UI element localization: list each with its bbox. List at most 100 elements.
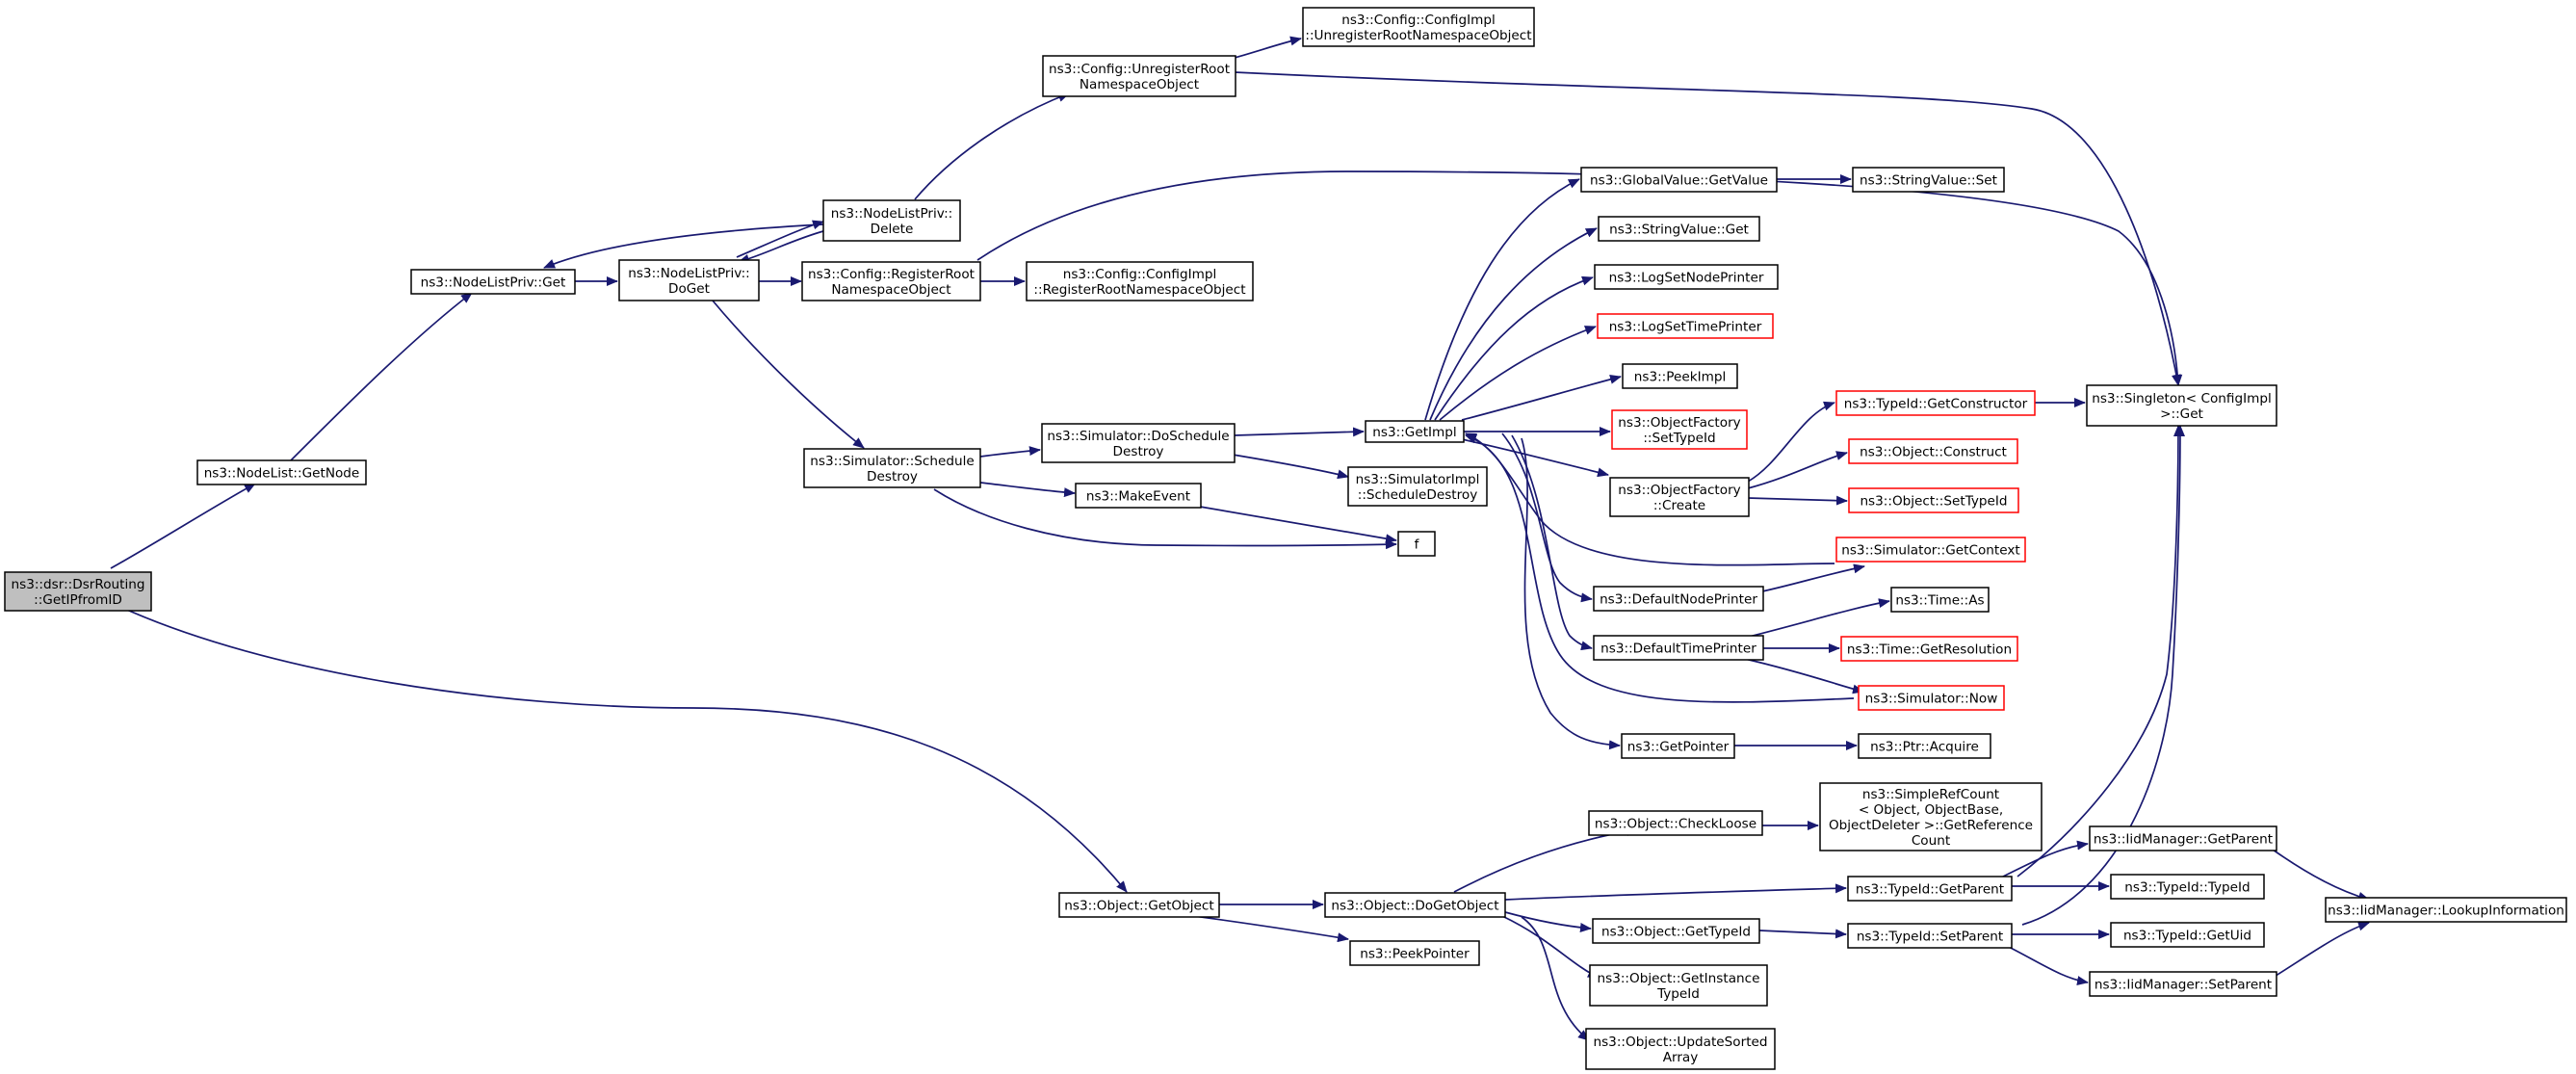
edge-defaulttimeprinter-to-time-as: [1744, 598, 1890, 639]
node-object-settypeid[interactable]: ns3::Object::SetTypeId: [1848, 487, 2019, 513]
nodes: ns3::dsr::DsrRouting::GetIPfromID ns3::No…: [4, 7, 2567, 1070]
node-label-line: ns3::IidManager::LookupInformation: [2328, 904, 2564, 919]
edge-dogetobject-to-typeid-getparent: [1504, 883, 1847, 901]
node-nodelistpriv-doget[interactable]: ns3::NodeListPriv::DoGet: [618, 259, 760, 301]
node-nodelistpriv-delete[interactable]: ns3::NodeListPriv::Delete: [822, 199, 961, 242]
node-label-line: Array: [1663, 1050, 1699, 1065]
node-configimpl-register[interactable]: ns3::Config::ConfigImpl::RegisterRootNam…: [1026, 261, 1254, 301]
node-box: [1042, 55, 1236, 97]
node-label-line: NamespaceObject: [1080, 77, 1199, 92]
node-object-getobject[interactable]: ns3::Object::GetObject: [1058, 892, 1220, 918]
node-logsetnodeprinter[interactable]: ns3::LogSetNodePrinter: [1594, 264, 1779, 290]
node-simulator-now[interactable]: ns3::Simulator::Now: [1858, 685, 2005, 711]
node-iidmanager-setparent[interactable]: ns3::IidManager::SetParent: [2089, 971, 2277, 997]
node-objectfactory-settypeid[interactable]: ns3::ObjectFactory::SetTypeId: [1611, 409, 1748, 450]
node-typeid-setparent[interactable]: ns3::TypeId::SetParent: [1847, 923, 2013, 949]
node-ptr-acquire[interactable]: ns3::Ptr::Acquire: [1858, 733, 1991, 759]
node-config-register[interactable]: ns3::Config::RegisterRootNamespaceObject: [801, 261, 981, 301]
node-simulator-getcontext[interactable]: ns3::Simulator::GetContext: [1835, 537, 2026, 563]
node-label-line: ns3::SimulatorImpl: [1356, 472, 1480, 487]
node-globalvalue-getvalue[interactable]: ns3::GlobalValue::GetValue: [1580, 167, 1778, 193]
node-stringvalue-set[interactable]: ns3::StringValue::Set: [1852, 167, 2005, 193]
node-label-line: ns3::Config::ConfigImpl: [1341, 13, 1496, 28]
node-root[interactable]: ns3::dsr::DsrRouting::GetIPfromID: [4, 571, 152, 612]
edge-doschedule-to-getimpl: [1234, 427, 1365, 437]
node-box: [1852, 167, 2005, 193]
node-object-checkloose[interactable]: ns3::Object::CheckLoose: [1588, 810, 1763, 836]
node-label-line: ns3::Config::RegisterRoot: [808, 267, 975, 282]
edge-dogetobject-to-checkloose: [1453, 825, 1638, 893]
node-defaultnodeprinter[interactable]: ns3::DefaultNodePrinter: [1593, 586, 1764, 612]
node-peekimpl[interactable]: ns3::PeekImpl: [1622, 363, 1738, 389]
node-box: [803, 448, 981, 488]
node-typeid-getuid[interactable]: ns3::TypeId::GetUid: [2110, 922, 2265, 948]
node-object-gettypeid[interactable]: ns3::Object::GetTypeId: [1592, 918, 1760, 944]
node-box: [1609, 477, 1750, 517]
node-box: [1397, 531, 1436, 557]
node-label-line: ::SetTypeId: [1643, 431, 1715, 446]
node-label-line: ns3::NodeList::GetNode: [204, 466, 360, 482]
node-nodelist-getnode[interactable]: ns3::NodeList::GetNode: [196, 459, 367, 485]
node-singleton-get[interactable]: ns3::Singleton< ConfigImpl >::Get: [2086, 384, 2277, 427]
node-configimpl-unregister[interactable]: ns3::Config::ConfigImpl::UnregisterRootN…: [1302, 7, 1535, 47]
node-iidmanager-lookupinformation[interactable]: ns3::IidManager::LookupInformation: [2325, 897, 2567, 923]
edge-objectfactory-create-to-typeid-getconstructor: [1747, 401, 1835, 483]
node-typeid-getparent[interactable]: ns3::TypeId::GetParent: [1847, 876, 2013, 902]
edge-scheduledestroy-to-f: [933, 488, 1397, 550]
node-box: [1593, 586, 1764, 612]
node-label-line: ns3::GetImpl: [1372, 425, 1456, 440]
node-box: [1589, 964, 1768, 1007]
node-simulatorimpl-scheduledestroy[interactable]: ns3::SimulatorImpl::ScheduleDestroy: [1347, 466, 1488, 507]
edge-root-to-nodelist-getnode: [110, 483, 256, 569]
edge-dogetobject-to-object-gettypeid: [1504, 911, 1592, 932]
edge-getimpl-to-globalvalue: [1424, 178, 1580, 421]
edge-doget-to-simulator-scheduledestroy: [712, 300, 865, 449]
node-box: [1890, 587, 1990, 613]
edge-scheduledestroy-to-makeevent: [979, 482, 1076, 498]
node-time-getresolution[interactable]: ns3::Time::GetResolution: [1840, 636, 2018, 662]
node-defaulttimeprinter[interactable]: ns3::DefaultTimePrinter: [1593, 635, 1764, 661]
node-label-line: ns3::Time::GetResolution: [1847, 642, 2012, 658]
node-objectfactory-create[interactable]: ns3::ObjectFactory::Create: [1609, 477, 1750, 517]
node-box: [2086, 384, 2277, 427]
node-label-line: ::RegisterRootNamespaceObject: [1033, 282, 1245, 298]
node-typeid-getconstructor[interactable]: ns3::TypeId::GetConstructor: [1835, 390, 2036, 416]
node-typeid-typeid[interactable]: ns3::TypeId::TypeId: [2110, 874, 2265, 900]
node-getpointer[interactable]: ns3::GetPointer: [1621, 733, 1735, 759]
node-nodelistpriv-get[interactable]: ns3::NodeListPriv::Get: [410, 269, 576, 295]
node-box: [1835, 537, 2026, 563]
node-label-line: ns3::TypeId::GetConstructor: [1844, 397, 2028, 412]
node-box: [1858, 733, 1991, 759]
edge-getimpl-to-peekimpl: [1461, 374, 1622, 421]
node-stringvalue-get[interactable]: ns3::StringValue::Get: [1598, 216, 1760, 242]
node-config-unregister[interactable]: ns3::Config::UnregisterRootNamespaceObje…: [1042, 55, 1236, 97]
node-label-line: ns3::Object::DoGetObject: [1331, 899, 1498, 914]
edge-objectfactory-create-to-object-settypeid: [1747, 495, 1848, 506]
node-logsettimeprinter[interactable]: ns3::LogSetTimePrinter: [1597, 313, 1774, 339]
edge-dogetobject-to-updatesortedarray: [1521, 916, 1590, 1041]
edge-scheduledestroy-to-doschedule: [979, 446, 1041, 458]
node-label-line: TypeId: [1656, 986, 1700, 1002]
node-makeevent[interactable]: ns3::MakeEvent: [1075, 483, 1202, 509]
node-time-as[interactable]: ns3::Time::As: [1890, 587, 1990, 613]
node-label-line: ns3::SimpleRefCount: [1862, 787, 1999, 802]
node-object-dogetobject[interactable]: ns3::Object::DoGetObject: [1324, 892, 1506, 918]
node-label-line: ns3::Simulator::GetContext: [1841, 543, 2020, 559]
node-box: [1858, 685, 2005, 711]
node-iidmanager-getparent[interactable]: ns3::IidManager::GetParent: [2089, 825, 2277, 851]
node-object-construct[interactable]: ns3::Object::Construct: [1848, 438, 2018, 464]
node-peekpointer[interactable]: ns3::PeekPointer: [1349, 940, 1480, 966]
node-box: [1026, 261, 1254, 301]
node-label-line: ns3::Ptr::Acquire: [1870, 740, 1979, 755]
node-label-line: ns3::PeekImpl: [1634, 370, 1726, 385]
node-label-line: ::ScheduleDestroy: [1358, 487, 1478, 503]
node-simplerefcount[interactable]: ns3::SimpleRefCount< Object, ObjectBase,…: [1819, 782, 2043, 851]
node-simulator-scheduledestroy[interactable]: ns3::Simulator::ScheduleDestroy: [803, 448, 981, 488]
node-getimpl[interactable]: ns3::GetImpl: [1365, 420, 1465, 443]
node-label-line: ns3::TypeId::GetParent: [1856, 882, 2004, 898]
node-f[interactable]: f: [1397, 531, 1436, 557]
